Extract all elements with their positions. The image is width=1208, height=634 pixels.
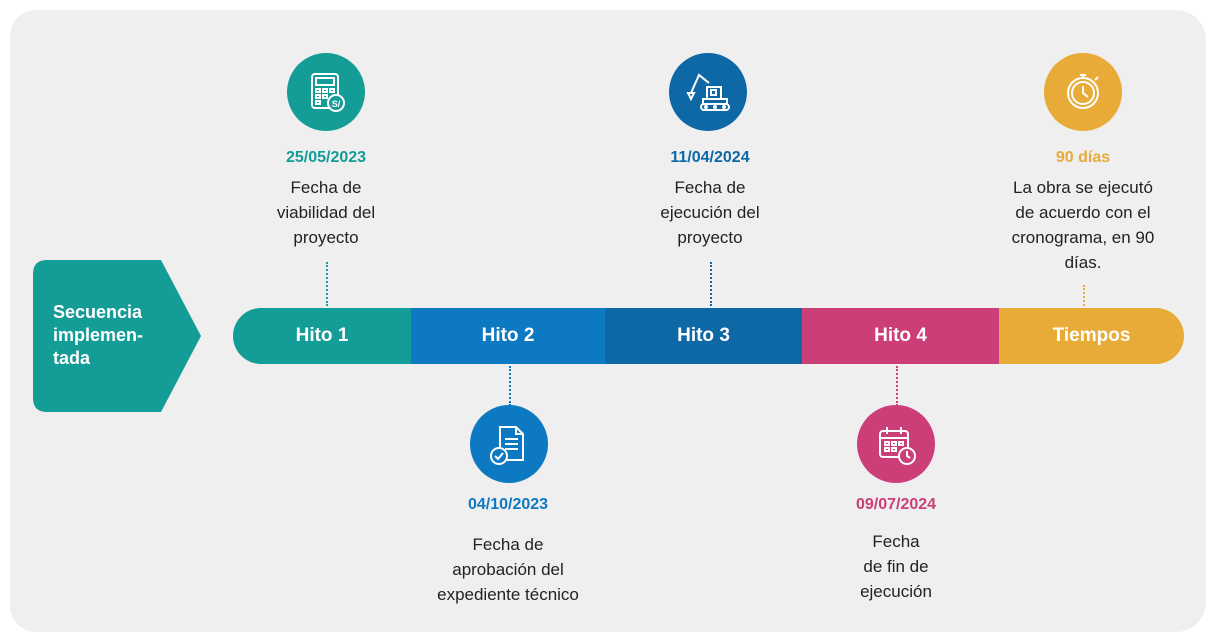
segment-hito-3: Hito 3 [605, 308, 802, 364]
milestone-1-date: 25/05/2023 [285, 149, 367, 166]
milestone-4-connector [896, 366, 898, 406]
milestone-5-duration: 90 días [1055, 149, 1111, 166]
sequence-start-arrow: Secuencia implemen- tada [33, 260, 201, 412]
segment-tiempos: Tiempos [999, 308, 1184, 364]
segment-hito-4: Hito 4 [802, 308, 999, 364]
milestone-2-date: 04/10/2023 [467, 496, 549, 513]
stopwatch-icon [1044, 53, 1122, 131]
segment-hito-2: Hito 2 [411, 308, 605, 364]
calendar-clock-icon [857, 405, 935, 483]
svg-text:S/: S/ [332, 99, 341, 109]
milestone-4-date: 09/07/2024 [855, 496, 937, 513]
document-check-icon [470, 405, 548, 483]
milestone-5-connector [1083, 285, 1085, 306]
milestone-2-connector [509, 366, 511, 406]
milestone-3-date: 11/04/2024 [670, 149, 750, 166]
milestone-5-description: La obra se ejecutó de acuerdo con el cro… [1011, 178, 1155, 272]
timeline-bar: Hito 1 Hito 2 Hito 3 Hito 4 Tiempos [233, 308, 1184, 364]
milestone-3-description: Fecha de ejecución del proyecto [660, 178, 760, 247]
milestone-4-description: Fecha de fin de ejecución [860, 532, 932, 601]
excavator-icon [669, 53, 747, 131]
milestone-3-connector [710, 262, 712, 306]
milestone-1-connector [326, 262, 328, 306]
sequence-start-label: Secuencia implemen- tada [53, 302, 144, 368]
milestone-1-description: Fecha de viabilidad del proyecto [276, 178, 376, 247]
segment-hito-1: Hito 1 [233, 308, 411, 364]
calculator-icon: S/ [287, 53, 365, 131]
milestone-2-description: Fecha de aprobación del expediente técni… [437, 535, 579, 604]
